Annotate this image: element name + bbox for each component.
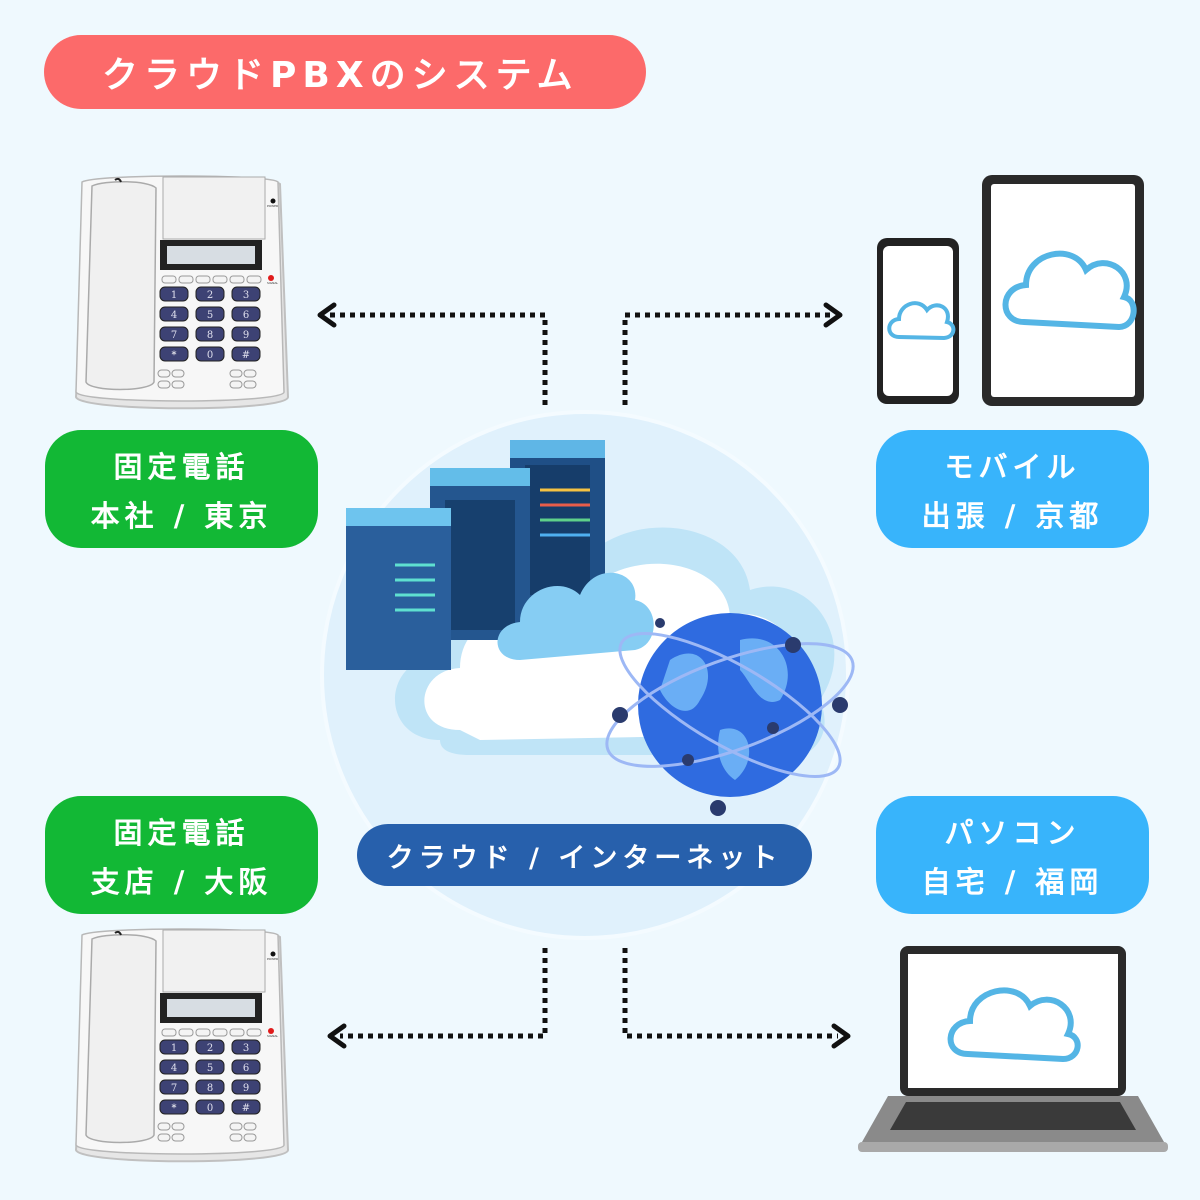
smartphone-icon	[877, 238, 959, 404]
svg-text:7: 7	[171, 330, 177, 341]
keypad-key: 3	[231, 286, 261, 302]
keypad-key: 5	[195, 306, 225, 322]
svg-text:#: #	[242, 1103, 250, 1114]
mobile-devices-illustration	[877, 175, 1144, 406]
cloud-server-globe-illustration	[346, 440, 855, 816]
svg-text:3: 3	[243, 290, 249, 301]
svg-text:5: 5	[207, 1063, 213, 1074]
location: 支店 / 大阪	[90, 864, 273, 899]
svg-text:*: *	[172, 350, 177, 361]
power-label: POWER	[267, 204, 278, 208]
page-title: クラウドPBXのシステム	[44, 35, 646, 109]
svg-text:2: 2	[207, 290, 213, 301]
keypad-key: 8	[195, 326, 225, 342]
keypad-key: 4	[159, 306, 189, 322]
device-type: モバイル	[944, 449, 1081, 484]
desk-phone-icon: POWER SIGNAL 1 2 3 4 5 6 7 8 9 * 0 #	[74, 928, 290, 1163]
svg-text:7: 7	[171, 1083, 177, 1094]
svg-text:#: #	[242, 350, 250, 361]
svg-text:8: 8	[207, 1083, 213, 1094]
keypad-key: 5	[195, 1059, 225, 1075]
cloud-internet-label: クラウド / インターネット	[357, 824, 812, 886]
arrow-left-icon	[327, 1023, 347, 1049]
svg-text:2: 2	[207, 1043, 213, 1054]
svg-text:4: 4	[171, 310, 177, 321]
svg-text:0: 0	[207, 350, 213, 361]
svg-text:1: 1	[171, 1043, 177, 1054]
tablet-icon	[982, 175, 1144, 406]
signal-label: SIGNAL	[267, 281, 278, 285]
keypad-key: 0	[195, 1099, 225, 1115]
keypad-key: #	[231, 346, 261, 362]
small-cloud-icon	[497, 572, 654, 660]
keypad-key: 7	[159, 1079, 189, 1095]
keypad-key: 0	[195, 346, 225, 362]
keypad-key: 1	[159, 286, 189, 302]
laptop-icon	[858, 946, 1168, 1152]
keypad-key: *	[159, 346, 189, 362]
location: 出張 / 京都	[921, 498, 1104, 533]
signal-label: SIGNAL	[267, 1034, 278, 1038]
arrow-right-icon	[823, 302, 843, 328]
svg-text:6: 6	[243, 310, 249, 321]
device-type: 固定電話	[113, 815, 250, 850]
svg-text:8: 8	[207, 330, 213, 341]
label-pc-fukuoka: パソコン 自宅 / 福岡	[876, 796, 1149, 914]
svg-text:*: *	[172, 1103, 177, 1114]
handset	[85, 933, 157, 1144]
keypad-key: 8	[195, 1079, 225, 1095]
svg-text:4: 4	[171, 1063, 177, 1074]
keypad-key: 6	[231, 306, 261, 322]
label-landline-osaka: 固定電話 支店 / 大阪	[45, 796, 318, 914]
device-type: 固定電話	[113, 449, 250, 484]
keypad-key: 4	[159, 1059, 189, 1075]
keypad-key: 6	[231, 1059, 261, 1075]
svg-text:9: 9	[243, 1083, 249, 1094]
connector-bottom-left	[340, 948, 548, 1039]
svg-text:1: 1	[171, 290, 177, 301]
arrow-left-icon	[317, 302, 337, 328]
connector-top-right	[622, 312, 830, 405]
device-type: パソコン	[944, 815, 1081, 850]
globe-icon	[605, 613, 855, 816]
power-label: POWER	[267, 957, 278, 961]
connector-bottom-right	[622, 948, 838, 1039]
label-landline-tokyo: 固定電話 本社 / 東京	[45, 430, 318, 548]
desk-phone-icon: POWER SIGNAL 1 2 3 4 5 6 7 8 9 * 0 #	[74, 175, 290, 410]
svg-text:0: 0	[207, 1103, 213, 1114]
keypad-key: 2	[195, 286, 225, 302]
handset	[85, 180, 157, 391]
keypad-key: 9	[231, 1079, 261, 1095]
location: 本社 / 東京	[90, 498, 273, 533]
svg-text:9: 9	[243, 330, 249, 341]
arrow-right-icon	[831, 1023, 851, 1049]
keypad-key: *	[159, 1099, 189, 1115]
connector-top-left	[330, 312, 548, 405]
location: 自宅 / 福岡	[921, 864, 1104, 899]
svg-text:6: 6	[243, 1063, 249, 1074]
label-mobile-kyoto: モバイル 出張 / 京都	[876, 430, 1149, 548]
keypad-key: 1	[159, 1039, 189, 1055]
keypad-key: #	[231, 1099, 261, 1115]
svg-text:5: 5	[207, 310, 213, 321]
keypad-key: 3	[231, 1039, 261, 1055]
keypad-key: 9	[231, 326, 261, 342]
keypad-key: 2	[195, 1039, 225, 1055]
server-rack-icon	[346, 440, 605, 670]
keypad-key: 7	[159, 326, 189, 342]
svg-text:3: 3	[243, 1043, 249, 1054]
